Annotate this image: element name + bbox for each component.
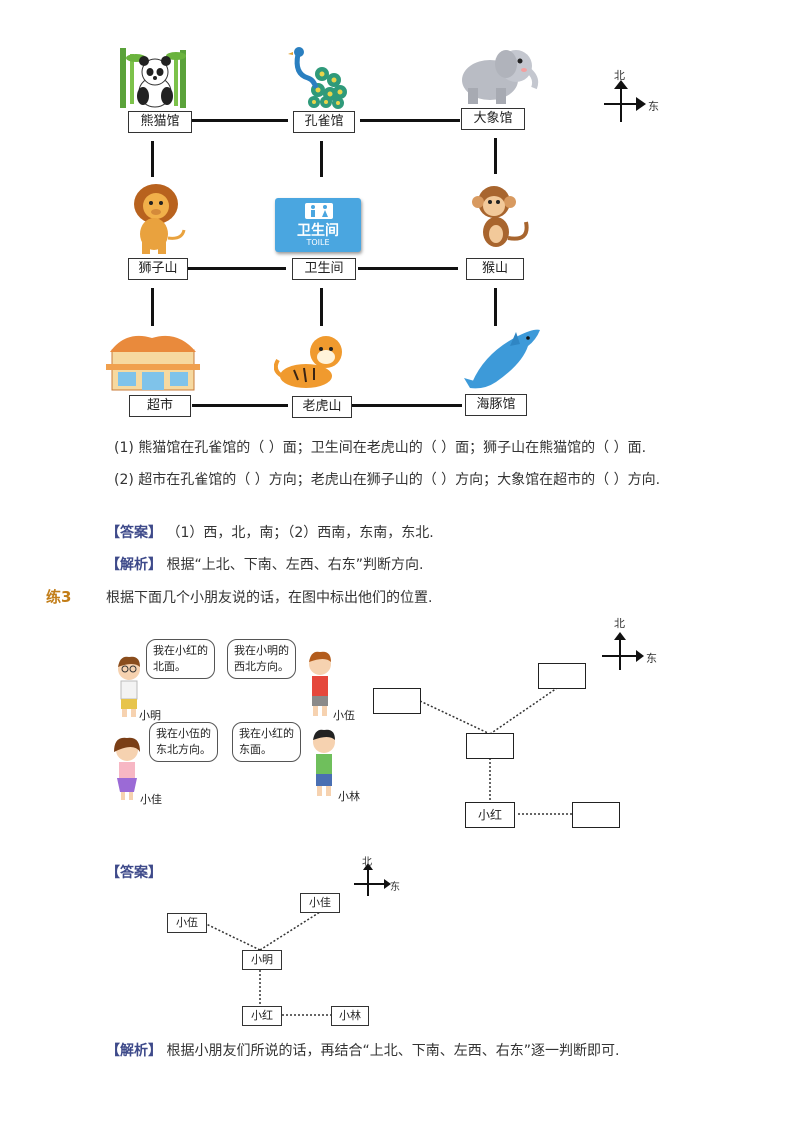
answer-tag: 【答案】 xyxy=(106,525,162,541)
label-elephant-hall: 大象馆 xyxy=(461,108,525,130)
answer-diagram xyxy=(203,863,391,1016)
path-line xyxy=(192,119,288,122)
label-dolphin-hall: 海豚馆 xyxy=(465,394,527,416)
name-xiaolin: 小林 xyxy=(338,790,360,803)
speech-bubble-xiaolin: 我在小红的 东面。 xyxy=(232,722,301,762)
path-line xyxy=(192,404,288,407)
path-line xyxy=(494,288,497,326)
toilet-sign-cn: 卫生间 xyxy=(297,223,339,239)
compass-east-label-3: 东 xyxy=(390,882,400,893)
answer-box-xiaohong: 小红 xyxy=(242,1006,282,1026)
exercise-3-prompt: 根据下面几个小朋友说的话，在图中标出他们的位置. xyxy=(106,590,433,606)
dolphin-icon xyxy=(464,329,540,389)
peacock-icon xyxy=(288,47,347,109)
compass-north-label-2: 北 xyxy=(614,617,625,630)
path-line xyxy=(188,267,286,270)
label-monkey-hill: 猴山 xyxy=(466,258,524,280)
answer-box-xiaoming: 小明 xyxy=(242,950,282,970)
label-toilet: 卫生间 xyxy=(292,258,356,280)
analysis-tag: 【解析】 xyxy=(106,557,162,573)
name-xiaojia: 小佳 xyxy=(140,793,162,806)
compass-east-label-2: 东 xyxy=(646,652,657,665)
path-line xyxy=(358,267,458,270)
path-line xyxy=(360,119,460,122)
supermarket-icon xyxy=(106,335,200,391)
label-panda-hall: 熊猫馆 xyxy=(128,111,192,133)
question-2: (2) 超市在孔雀馆的（ ）方向；老虎山在狮子山的（ ）方向；大象馆在超市的（ … xyxy=(114,472,661,488)
answer-box-xiaolin: 小林 xyxy=(331,1006,369,1026)
analysis-block-1: 【解析】 根据“上北、下南、左西、右东”判断方向. xyxy=(106,554,423,574)
path-line xyxy=(151,288,154,326)
exercise-3-tag: 练3 xyxy=(46,588,72,606)
boy-xiaolin-icon xyxy=(313,729,335,796)
box-xiaohong: 小红 xyxy=(465,802,515,828)
analysis-text-2: 根据小朋友们所说的话，再结合“上北、下南、左西、右东”逐一判断即可. xyxy=(166,1043,620,1059)
label-lion-hill: 狮子山 xyxy=(128,258,188,280)
answer-text: （1）西，北，南；（2）西南，东南，东北. xyxy=(166,525,434,541)
analysis-tag-2: 【解析】 xyxy=(106,1043,162,1059)
answer-box-xiaojia: 小佳 xyxy=(300,893,340,913)
answer-tag-2: 【答案】 xyxy=(106,865,162,881)
analysis-block-2: 【解析】 根据小朋友们所说的话，再结合“上北、下南、左西、右东”逐一判断即可. xyxy=(106,1040,619,1060)
answer-block-1: 【答案】 （1）西，北，南；（2）西南，东南，东北. xyxy=(106,522,434,542)
tiger-icon xyxy=(274,336,342,388)
arrow-up-icon xyxy=(614,80,628,89)
empty-box-xiaojia[interactable] xyxy=(538,663,586,689)
compass-east-arm xyxy=(604,103,640,105)
toilet-sign-en: TOILE xyxy=(306,238,330,247)
speech-bubble-xiaoming: 我在小红的 北面。 xyxy=(146,639,215,679)
empty-box-xiaoming[interactable] xyxy=(466,733,514,759)
compass-north-label: 北 xyxy=(614,69,625,82)
elephant-icon xyxy=(462,50,539,104)
empty-box-xiaowu[interactable] xyxy=(373,688,421,714)
boy-xiaowu-icon xyxy=(309,651,331,716)
speech-bubble-xiaowu: 我在小明的 西北方向。 xyxy=(227,639,296,679)
path-line xyxy=(320,288,323,326)
label-peacock-hall: 孔雀馆 xyxy=(293,111,355,133)
path-line xyxy=(352,404,462,407)
exercise-3-diagram xyxy=(419,632,644,815)
compass-east-label: 东 xyxy=(648,100,659,113)
label-supermarket: 超市 xyxy=(129,395,191,417)
girl-xiaojia-icon xyxy=(114,737,140,800)
analysis-text: 根据“上北、下南、左西、右东”判断方向. xyxy=(166,557,424,573)
monkey-icon xyxy=(472,186,529,247)
panda-icon xyxy=(120,48,186,108)
restroom-people-icon xyxy=(305,203,333,219)
question-1: (1) 熊猫馆在孔雀馆的（ ）面；卫生间在老虎山的（ ）面；狮子山在熊猫馆的（ … xyxy=(114,440,647,456)
answer-box-xiaowu: 小伍 xyxy=(167,913,207,933)
toilet-sign: 卫生间 TOILE xyxy=(275,198,361,252)
boy-xiaoming-icon xyxy=(118,656,140,717)
compass-north-label-3: 北 xyxy=(362,857,372,868)
arrow-right-icon xyxy=(636,97,646,111)
label-tiger-hill: 老虎山 xyxy=(292,396,352,418)
empty-box-xiaolin[interactable] xyxy=(572,802,620,828)
path-line xyxy=(320,141,323,177)
name-xiaowu: 小伍 xyxy=(333,709,355,722)
path-line xyxy=(151,141,154,177)
path-line xyxy=(494,138,497,174)
name-xiaoming: 小明 xyxy=(139,709,161,722)
lion-icon xyxy=(134,184,186,254)
speech-bubble-xiaojia: 我在小伍的 东北方向。 xyxy=(149,722,218,762)
